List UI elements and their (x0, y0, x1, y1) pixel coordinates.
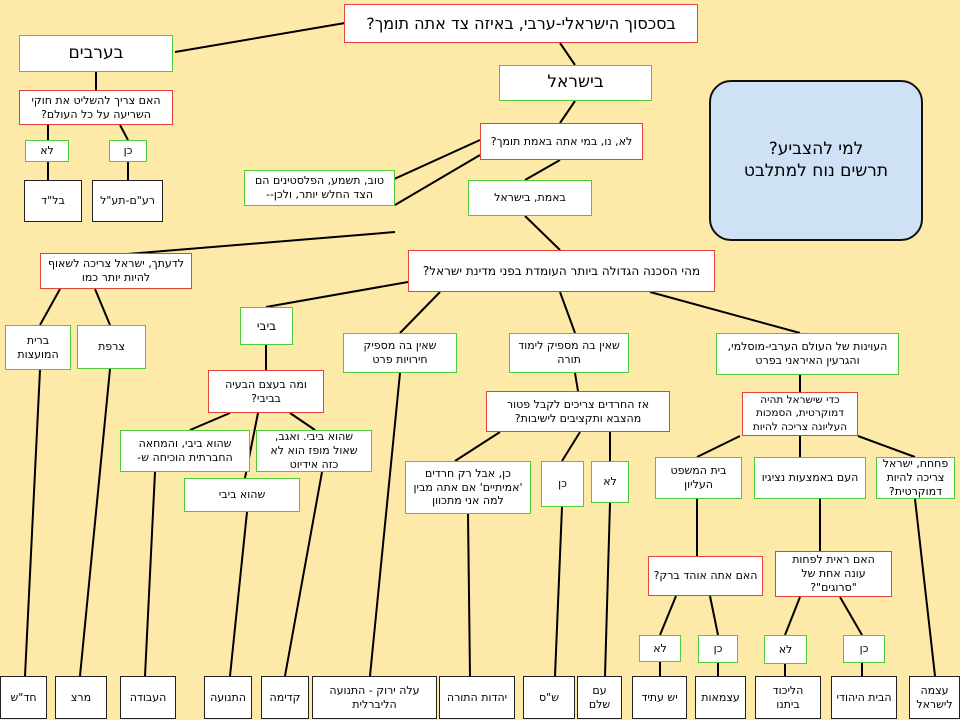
node-bibi: ביבי (240, 307, 293, 345)
answer-yes-barak: כן (698, 635, 738, 663)
answer-yes-haredim: כן (541, 461, 584, 507)
node-palestinians-weaker: טוב, תשמע, הפלסטינים הם הצד החלש יותר, ו… (244, 170, 395, 206)
question-haredim-exempt: אז החרדים צריכים לקבל פטור מהצבא ותקציבי… (486, 391, 670, 432)
answer-no-sharia: לא (25, 140, 69, 162)
answer-yes-sharia: כן (109, 140, 147, 162)
node-supreme-court: בית המשפט העליון (655, 457, 742, 499)
node-arab-world-hostility: העוינות של העולם הערבי-מוסלמי, והגרעין ה… (716, 333, 899, 375)
node-soviet-union: ברית המועצות (5, 325, 71, 370)
answer-no-haredim: לא (591, 461, 629, 503)
party-otzma-leisrael: עצמה לישראל (909, 676, 960, 719)
party-kadima: קדימה (261, 676, 309, 719)
party-otzma: עצמאות (695, 676, 746, 719)
node-france: צרפת (77, 325, 146, 369)
node-people-representatives: העם באמצעות נציגיו (754, 457, 866, 499)
party-meretz: מרצ (55, 676, 107, 719)
party-ale-yarok: עלה ירוק - התנועה הליברלית (312, 676, 437, 719)
answer-no-season: לא (764, 635, 807, 664)
node-not-enough-torah: שאין בה מספיק לימוד תורה (509, 333, 629, 373)
node-not-enough-privacy: שאין בה מספיק חירויות פרט (343, 333, 457, 373)
node-real-haredim: כן, אבל רק חרדים 'אמיתיים' אם אתה מבין ל… (405, 461, 531, 514)
answer-no-barak: לא (639, 635, 681, 662)
party-yahadut-hatora: יהדות התורה (439, 676, 515, 719)
party-likud-beytenu: הליכוד ביתנו (755, 676, 821, 719)
node-really-israel: באמת, בישראל (468, 180, 592, 216)
question-democratic-institutions: כדי שישראל תהיה דמוקרטית, הסמכות העליונה… (742, 392, 858, 436)
question-biggest-threat: מהי הסכנה הגדולה ביותר העומדת בפני מדינת… (408, 250, 715, 292)
party-avoda: העבודה (120, 676, 176, 719)
party-habayit-hayehudi: הבית היהודי (831, 676, 897, 719)
party-shas: ש"ס (523, 676, 575, 719)
question-impose-sharia: האם צריך להשליט את חוקי השריעה על כל העו… (19, 90, 173, 125)
party-raam-taal: רע"ם-תע"ל (92, 180, 163, 222)
party-hatnua: התנועה (204, 676, 252, 719)
root-question: בסכסוך הישראלי-ערבי, באיזה צד אתה תומך? (344, 4, 698, 43)
callout-line-1: למי להצביע? (768, 139, 864, 160)
party-balad: בל"ד (24, 180, 82, 222)
callout-who-to-vote: למי להצביע?תרשים נוח למתלבט (709, 80, 923, 241)
question-fan-of-barak: האם אתה אוהד ברק? (648, 556, 763, 596)
answer-yes-season: כן (843, 635, 885, 663)
node-israel-strive-like: לדעתך, ישראל צריכה לשאוף להיות יותר כמו (40, 253, 192, 289)
node-israel: בישראל (499, 65, 652, 101)
node-that-bibi: שהוא ביבי (184, 478, 300, 512)
node-arabs: בערבים (19, 35, 173, 72)
party-yesh-atid: יש עתיד (632, 676, 687, 719)
node-bibi-shaul-mofaz: שהוא ביבי. ואגב, שאול מופז הוא לא כזה אי… (256, 430, 372, 472)
node-should-be-democratic: פחחח, ישראל צריכה להיות דמוקרטית? (876, 457, 955, 499)
question-who-do-you-support: לא, נו, במי אתה באמת תומך? (480, 123, 643, 160)
question-one-of-the-lasting: האם ראית לפחות עונה אחת של "סרוגים"? (775, 551, 892, 597)
party-am-shalem: עם שלם (577, 676, 622, 719)
callout-line-2: תרשים נוח למתלבט (743, 160, 889, 181)
party-hadash: חד"ש (0, 676, 47, 719)
node-bibi-and-protest: שהוא ביבי, והמחאה החברתית הוכיחה ש- (120, 430, 250, 472)
question-problem-with-bibi: ומה בעצם הבעיה בביבי? (208, 370, 324, 413)
